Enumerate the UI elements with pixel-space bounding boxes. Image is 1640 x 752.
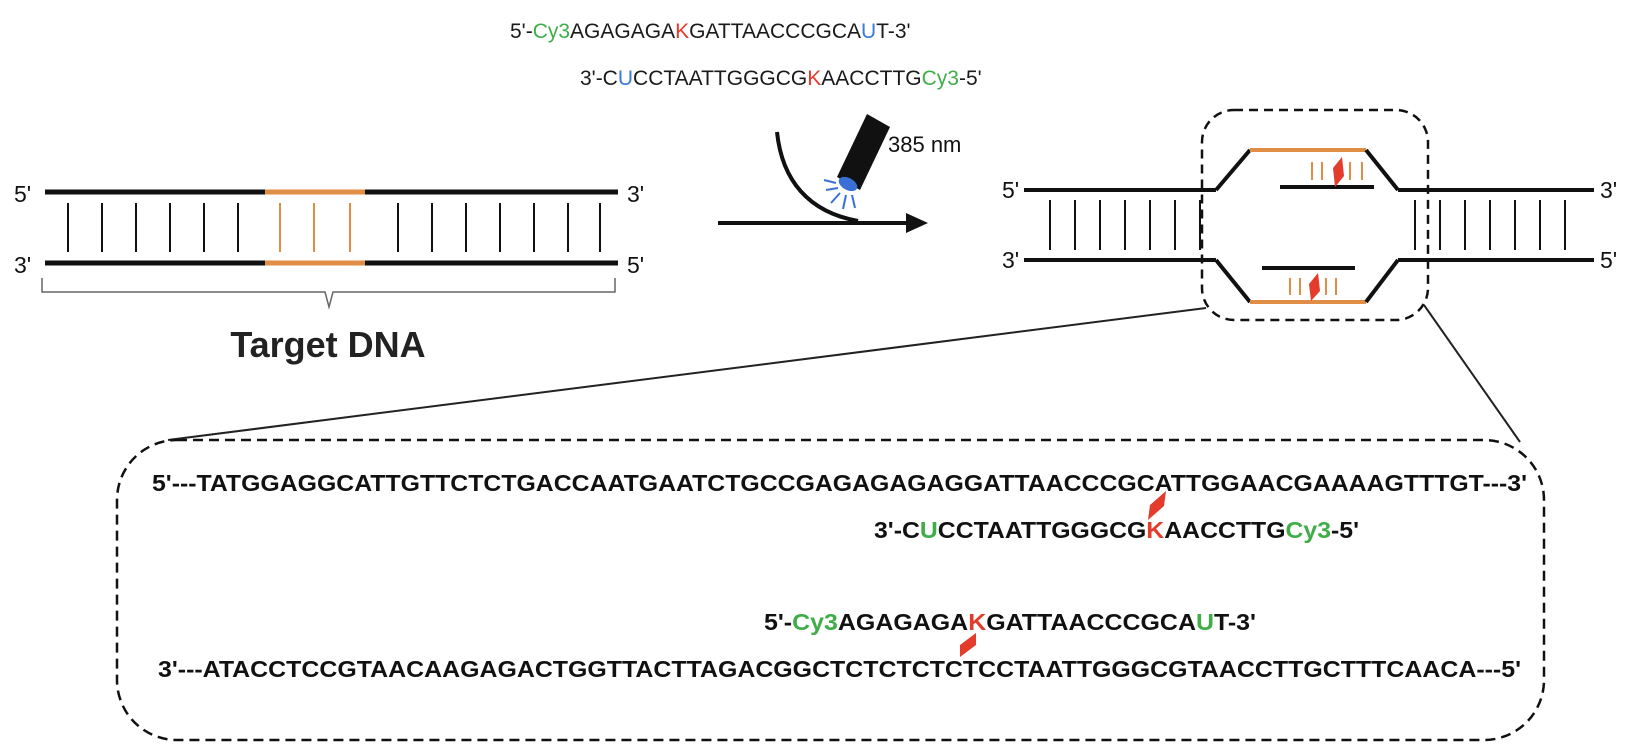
right-top-3-label: 3'	[1600, 177, 1617, 203]
right-bottom-3-label: 3'	[1002, 247, 1019, 273]
target-region-rungs	[279, 203, 351, 252]
target-dna-duplex	[41, 189, 618, 310]
invaded-base-pair-rungs	[1049, 200, 1566, 250]
uv-lamp-icon	[823, 114, 890, 210]
zoom-connector-left	[167, 307, 1207, 441]
target-brace	[41, 278, 616, 310]
crosslink-marker-zoom-lower	[960, 633, 976, 657]
zoom-bottom-strand: 3'---ATACCTCCGTAACAAGAGACTGGTTACTTAGACGG…	[158, 656, 1521, 682]
left-bottom-3-label: 3'	[14, 252, 31, 278]
base-pair-rungs	[67, 203, 601, 252]
zoom-connector-right	[1423, 304, 1521, 443]
left-bottom-5-label: 5'	[627, 252, 644, 278]
probe-1-sequence: 5'-Cy3AGAGAGAKGATTAACCCGCAUT-3'	[510, 20, 911, 43]
zoom-sequence-box	[115, 438, 1546, 742]
zoom-top-strand: 5'---TATGGAGGCATTGTTCTCTGACCAATGAATCTGCC…	[152, 470, 1527, 496]
crosslink-marker-upper	[1333, 157, 1344, 187]
crosslink-marker-lower	[1309, 273, 1320, 301]
reaction-arrow	[718, 131, 928, 233]
right-bottom-5-label: 5'	[1600, 247, 1617, 273]
invaded-duplex	[1024, 108, 1594, 322]
wavelength-label: 385 nm	[888, 132, 961, 157]
focus-region-box	[1200, 108, 1430, 322]
probe-2-sequence: 3'-CUCCTAATTGGGCGKAACCTTGCy3-5'	[580, 67, 982, 90]
target-dna-title: Target DNA	[230, 324, 425, 365]
left-top-5-label: 5'	[14, 181, 31, 207]
left-top-3-label: 3'	[627, 181, 644, 207]
crosslink-marker-zoom-upper	[1148, 491, 1166, 520]
right-top-5-label: 5'	[1002, 177, 1019, 203]
